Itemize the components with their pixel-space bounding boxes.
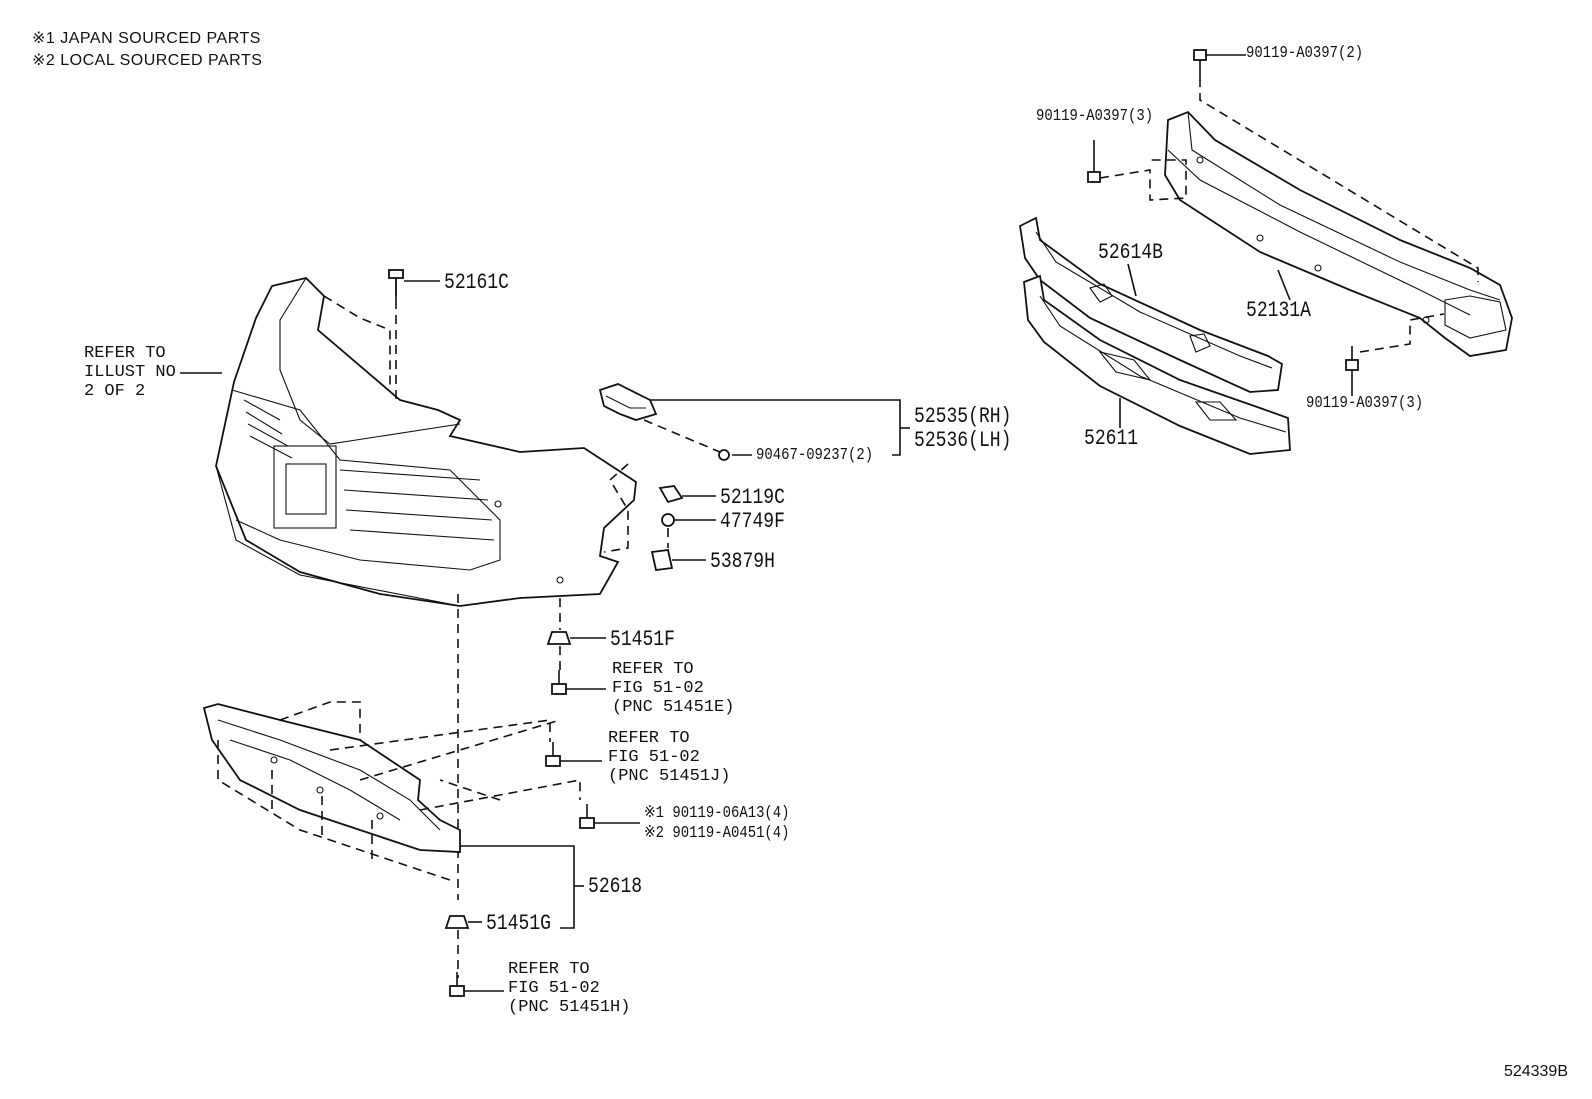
screw-icon	[449, 972, 465, 997]
screw-icon	[545, 742, 561, 767]
refer-line: REFER TO	[612, 660, 694, 679]
part-label-52161C: 52161C	[444, 270, 509, 295]
refer-line: (PNC 51451E)	[612, 698, 735, 717]
part-label-52536: 52536(LH)	[914, 428, 1012, 453]
part-label-90467: 90467-09237(2)	[756, 446, 874, 465]
bumper-absorber-52611	[1023, 274, 1291, 455]
part-label-52618: 52618	[588, 874, 643, 899]
part-label-90119-top: 90119-A0397(2)	[1246, 44, 1364, 63]
engine-under-cover-52618	[202, 703, 461, 853]
part-label-52119C: 52119C	[720, 485, 785, 510]
bumper-retainer-52535	[598, 383, 658, 421]
part-label-53879H: 53879H	[710, 549, 775, 574]
part-label-47749F: 47749F	[720, 509, 785, 534]
part-label-90119-A0451: ※2 90119-A0451(4)	[644, 824, 790, 843]
refer-line: FIG 51-02	[612, 679, 704, 698]
bolt-icon	[1087, 156, 1101, 183]
clip-51451G-icon	[444, 915, 470, 929]
legend-local-sourced: ※2 LOCAL SOURCED PARTS	[32, 52, 263, 69]
part-label-52131A: 52131A	[1246, 298, 1311, 323]
refer-line: ILLUST NO	[84, 363, 176, 382]
refer-line: (PNC 51451J)	[608, 767, 731, 786]
part-label-51451F: 51451F	[610, 627, 675, 652]
refer-line: (PNC 51451H)	[508, 998, 631, 1017]
bumper-reinforcement-52131A	[1164, 110, 1513, 357]
refer-line: REFER TO	[84, 344, 166, 363]
part-label-52535: 52535(RH)	[914, 404, 1012, 429]
screw-icon	[551, 670, 567, 695]
refer-fig-51451E-note: REFER TO FIG 51-02 (PNC 51451E)	[612, 660, 734, 717]
bracket-53879H-icon	[650, 549, 674, 571]
bolt-icon	[1193, 49, 1207, 78]
refer-line: FIG 51-02	[508, 979, 600, 998]
clip-51451F-icon	[546, 631, 572, 645]
part-label-51451G: 51451G	[486, 911, 551, 936]
refer-line: FIG 51-02	[608, 748, 700, 767]
refer-fig-51451J-note: REFER TO FIG 51-02 (PNC 51451J)	[608, 729, 730, 786]
screw-icon	[579, 804, 595, 829]
legend-japan-sourced: ※1 JAPAN SOURCED PARTS	[32, 30, 261, 47]
part-label-52614B: 52614B	[1098, 240, 1163, 265]
part-label-90119-06A13: ※1 90119-06A13(4)	[644, 804, 790, 823]
refer-fig-51451H-note: REFER TO FIG 51-02 (PNC 51451H)	[508, 960, 630, 1017]
illustration-id: 524339B	[1503, 1063, 1568, 1080]
front-bumper-cover	[215, 277, 637, 607]
part-label-90119-right: 90119-A0397(3)	[1306, 394, 1424, 413]
nut-52119C-icon	[658, 485, 684, 504]
part-label-52611: 52611	[1084, 426, 1139, 451]
clip-icon	[718, 449, 730, 461]
refer-line: REFER TO	[608, 729, 690, 748]
bumper-absorber-52614B	[1019, 216, 1283, 393]
refer-line: REFER TO	[508, 960, 590, 979]
clip-icon	[388, 269, 404, 296]
part-label-90119-left: 90119-A0397(3)	[1036, 107, 1154, 126]
refer-line: 2 OF 2	[84, 382, 146, 401]
washer-47749F-icon	[661, 513, 675, 527]
bolt-icon	[1345, 346, 1359, 371]
refer-illust-note: REFER TO ILLUST NO 2 OF 2	[84, 344, 176, 401]
